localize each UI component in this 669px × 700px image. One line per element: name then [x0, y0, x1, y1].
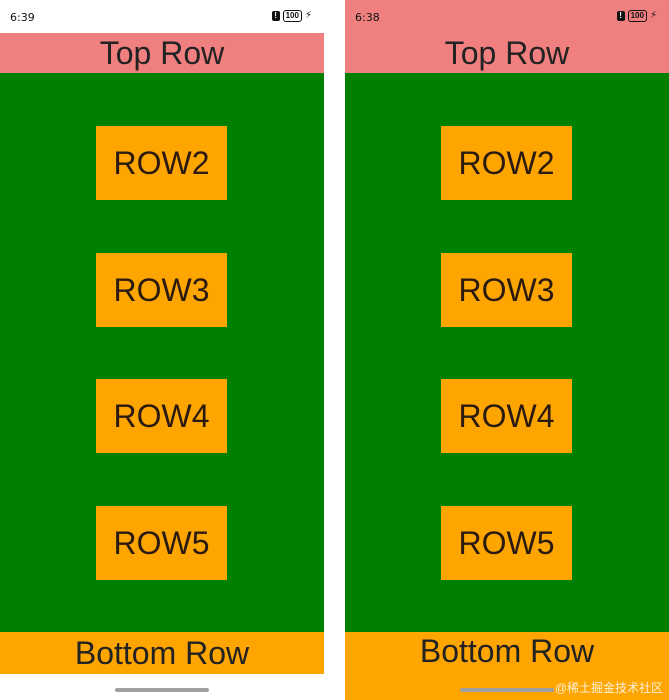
top-row: Top Row	[0, 33, 324, 73]
row-2: ROW2	[441, 126, 572, 200]
row-2: ROW2	[96, 126, 227, 200]
alert-icon: !	[616, 11, 625, 21]
status-bar: 6:38 ! 100 ⚡	[345, 0, 669, 33]
home-indicator[interactable]	[115, 688, 209, 692]
phone-screen-left: 6:39 ! 100 ⚡ Top Row ROW2 ROW3 ROW4 ROW5…	[0, 0, 324, 700]
charging-icon: ⚡	[304, 10, 312, 21]
status-time: 6:39	[10, 11, 35, 24]
row-4: ROW4	[441, 379, 572, 453]
status-time: 6:38	[355, 11, 380, 24]
main-area: ROW2 ROW3 ROW4 ROW5	[0, 73, 324, 632]
status-icons: ! 100 ⚡	[616, 10, 657, 22]
battery-icon: 100	[627, 10, 647, 22]
row-4: ROW4	[96, 379, 227, 453]
battery-icon: 100	[282, 10, 302, 22]
bottom-row: Bottom Row	[0, 632, 324, 674]
main-area: ROW2 ROW3 ROW4 ROW5	[345, 73, 669, 632]
row-5: ROW5	[441, 506, 572, 580]
top-row: Top Row	[345, 33, 669, 73]
status-icons: ! 100 ⚡	[271, 10, 312, 22]
status-bar: 6:39 ! 100 ⚡	[0, 0, 324, 33]
home-indicator[interactable]	[460, 688, 554, 692]
row-3: ROW3	[441, 253, 572, 327]
watermark: @稀土掘金技术社区	[554, 681, 663, 695]
phone-screen-right: 6:38 ! 100 ⚡ Top Row ROW2 ROW3 ROW4 ROW5…	[345, 0, 669, 700]
alert-icon: !	[271, 11, 280, 21]
charging-icon: ⚡	[649, 10, 657, 21]
row-3: ROW3	[96, 253, 227, 327]
row-5: ROW5	[96, 506, 227, 580]
